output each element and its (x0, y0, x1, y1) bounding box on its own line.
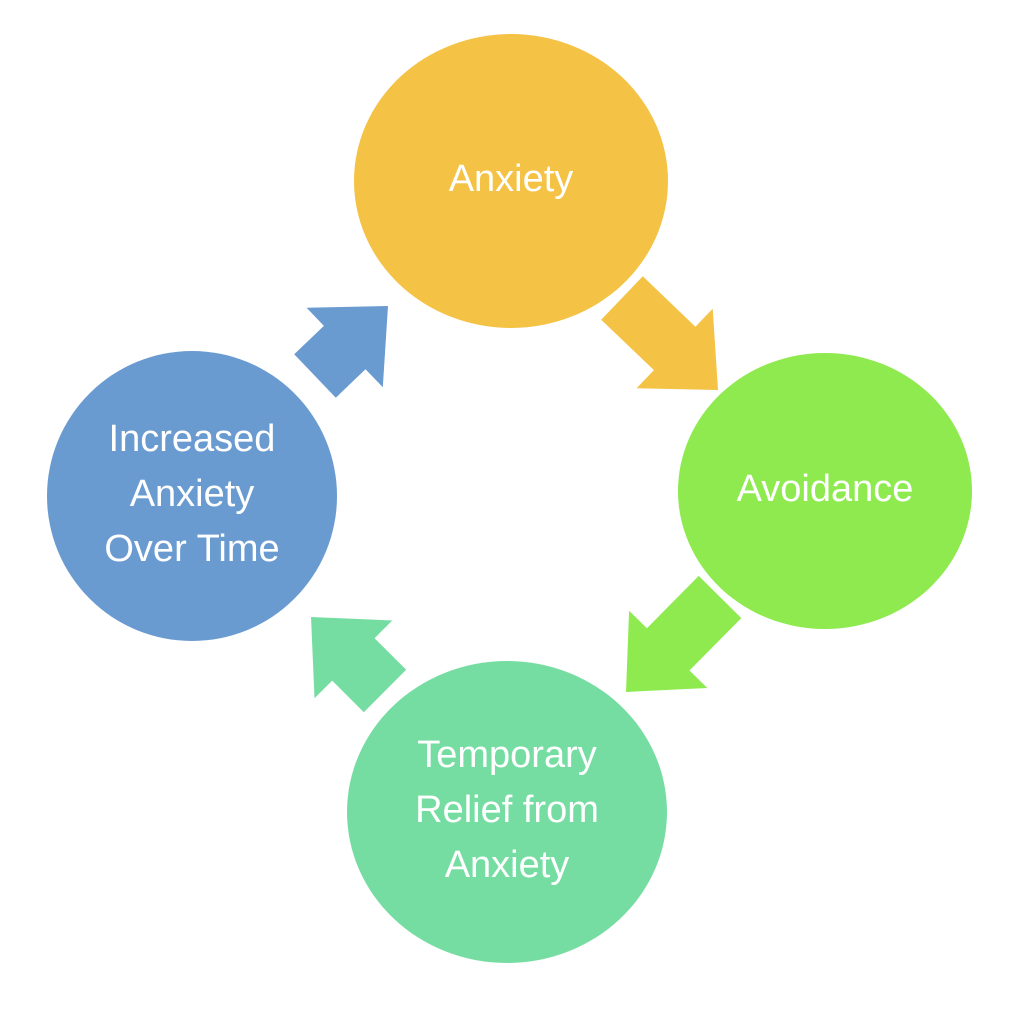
node-temporary-relief-label-line: Temporary (417, 734, 597, 776)
node-anxiety-label-line: Anxiety (449, 158, 574, 200)
node-avoidance: Avoidance (678, 353, 972, 629)
node-temporary-relief-label-line: Relief from (415, 789, 599, 831)
node-temporary-relief-label-line: Anxiety (445, 844, 570, 886)
node-anxiety: Anxiety (354, 34, 668, 328)
node-anxiety-circle (354, 34, 668, 328)
arrow-avoidance-to-relief (626, 575, 742, 692)
node-increased-anxiety-label-line: Over Time (104, 528, 279, 570)
node-temporary-relief-circle (347, 661, 667, 963)
node-increased-anxiety-label-line: Increased (109, 418, 276, 460)
node-increased-anxiety-circle (47, 351, 337, 641)
arrows-layer (294, 276, 742, 713)
arrow-anxiety-to-avoidance (601, 276, 718, 390)
node-avoidance-circle (678, 353, 972, 629)
arrow-increased-to-anxiety (294, 306, 388, 398)
node-avoidance-label-line: Avoidance (737, 468, 914, 510)
node-increased-anxiety-label-line: Anxiety (130, 473, 255, 515)
arrow-relief-to-increased (311, 617, 407, 713)
